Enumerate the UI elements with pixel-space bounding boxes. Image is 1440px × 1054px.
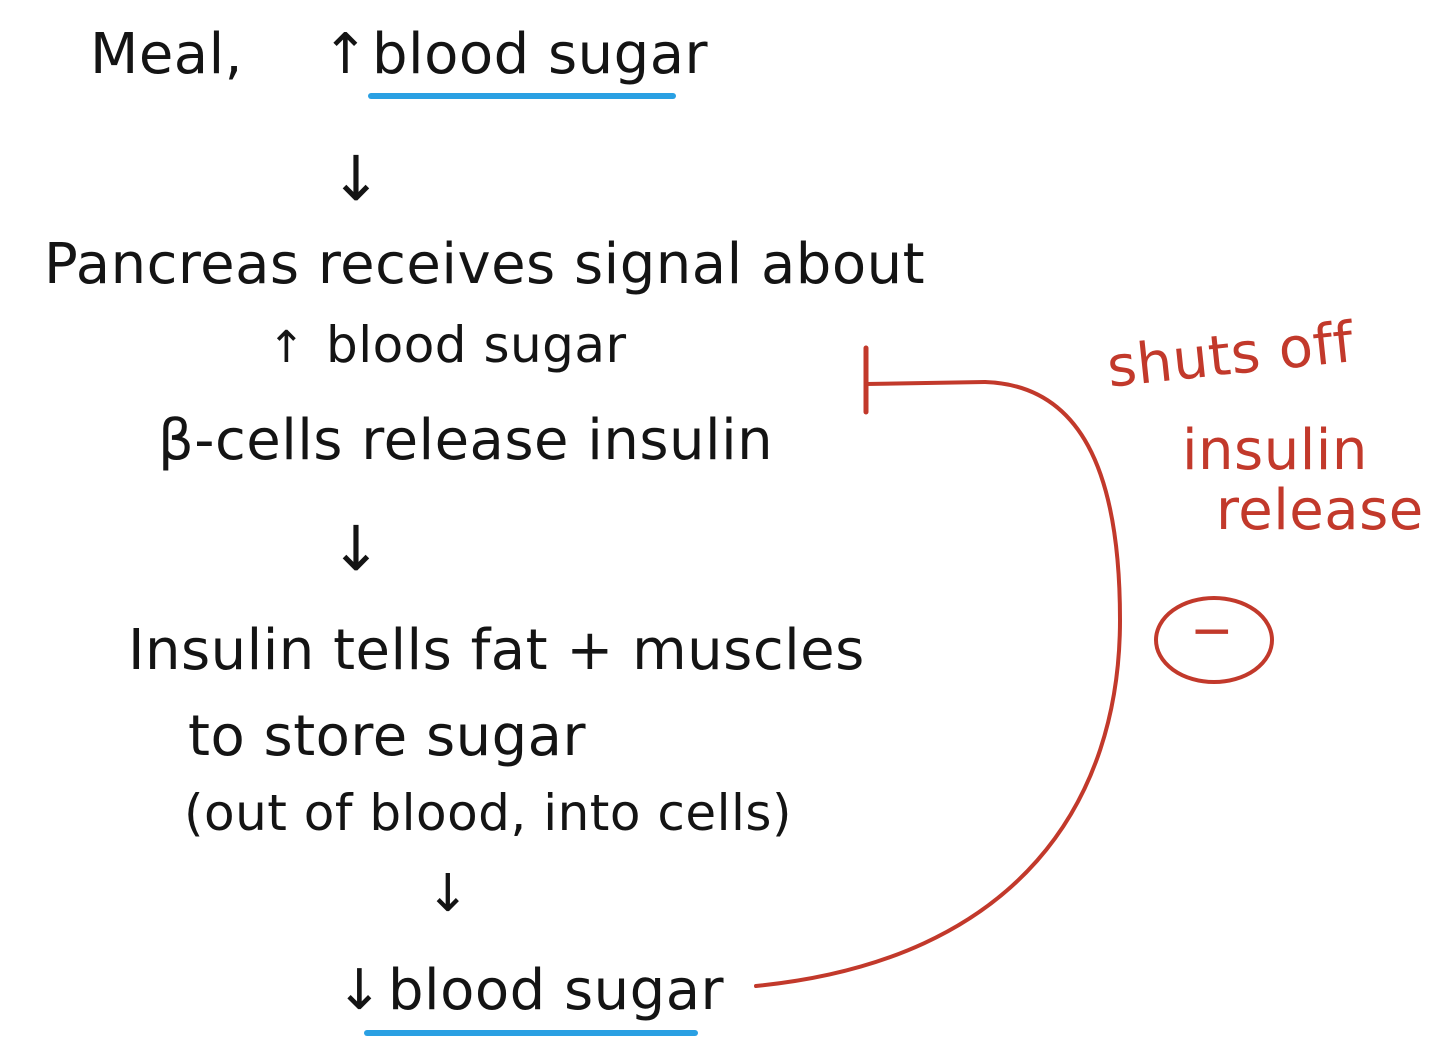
flow-arrow-icon: ↓ bbox=[330, 512, 383, 585]
feedback-label-line-3: release bbox=[1216, 478, 1424, 543]
meal-label: Meal, bbox=[90, 22, 243, 87]
increase-arrow-icon: ↑ bbox=[322, 22, 370, 87]
blood-sugar-underline-top bbox=[368, 93, 676, 99]
negative-sign-circle-icon bbox=[1154, 596, 1274, 684]
insulin-action-line-3: (out of blood, into cells) bbox=[184, 784, 792, 842]
inhibition-line bbox=[864, 380, 987, 386]
increase-arrow-small-icon: ↑ bbox=[268, 322, 306, 373]
blood-sugar-label-bottom: blood sugar bbox=[388, 958, 725, 1023]
blood-sugar-label-pancreas: blood sugar bbox=[326, 316, 627, 374]
feedback-label-line-2: insulin bbox=[1182, 418, 1368, 483]
blood-sugar-label-top: blood sugar bbox=[372, 22, 709, 87]
blood-sugar-underline-bottom bbox=[364, 1030, 698, 1036]
negative-sign-icon: − bbox=[1190, 601, 1235, 661]
flow-arrow-icon: ↓ bbox=[426, 864, 471, 924]
insulin-action-line-1: Insulin tells fat + muscles bbox=[128, 618, 865, 683]
flow-arrow-icon: ↓ bbox=[330, 142, 383, 215]
beta-cells-label: β-cells release insulin bbox=[158, 408, 774, 473]
decrease-arrow-icon: ↓ bbox=[336, 958, 384, 1023]
insulin-action-line-2: to store sugar bbox=[188, 704, 587, 769]
pancreas-label: Pancreas receives signal about bbox=[44, 232, 926, 297]
feedback-curve bbox=[754, 380, 1123, 988]
